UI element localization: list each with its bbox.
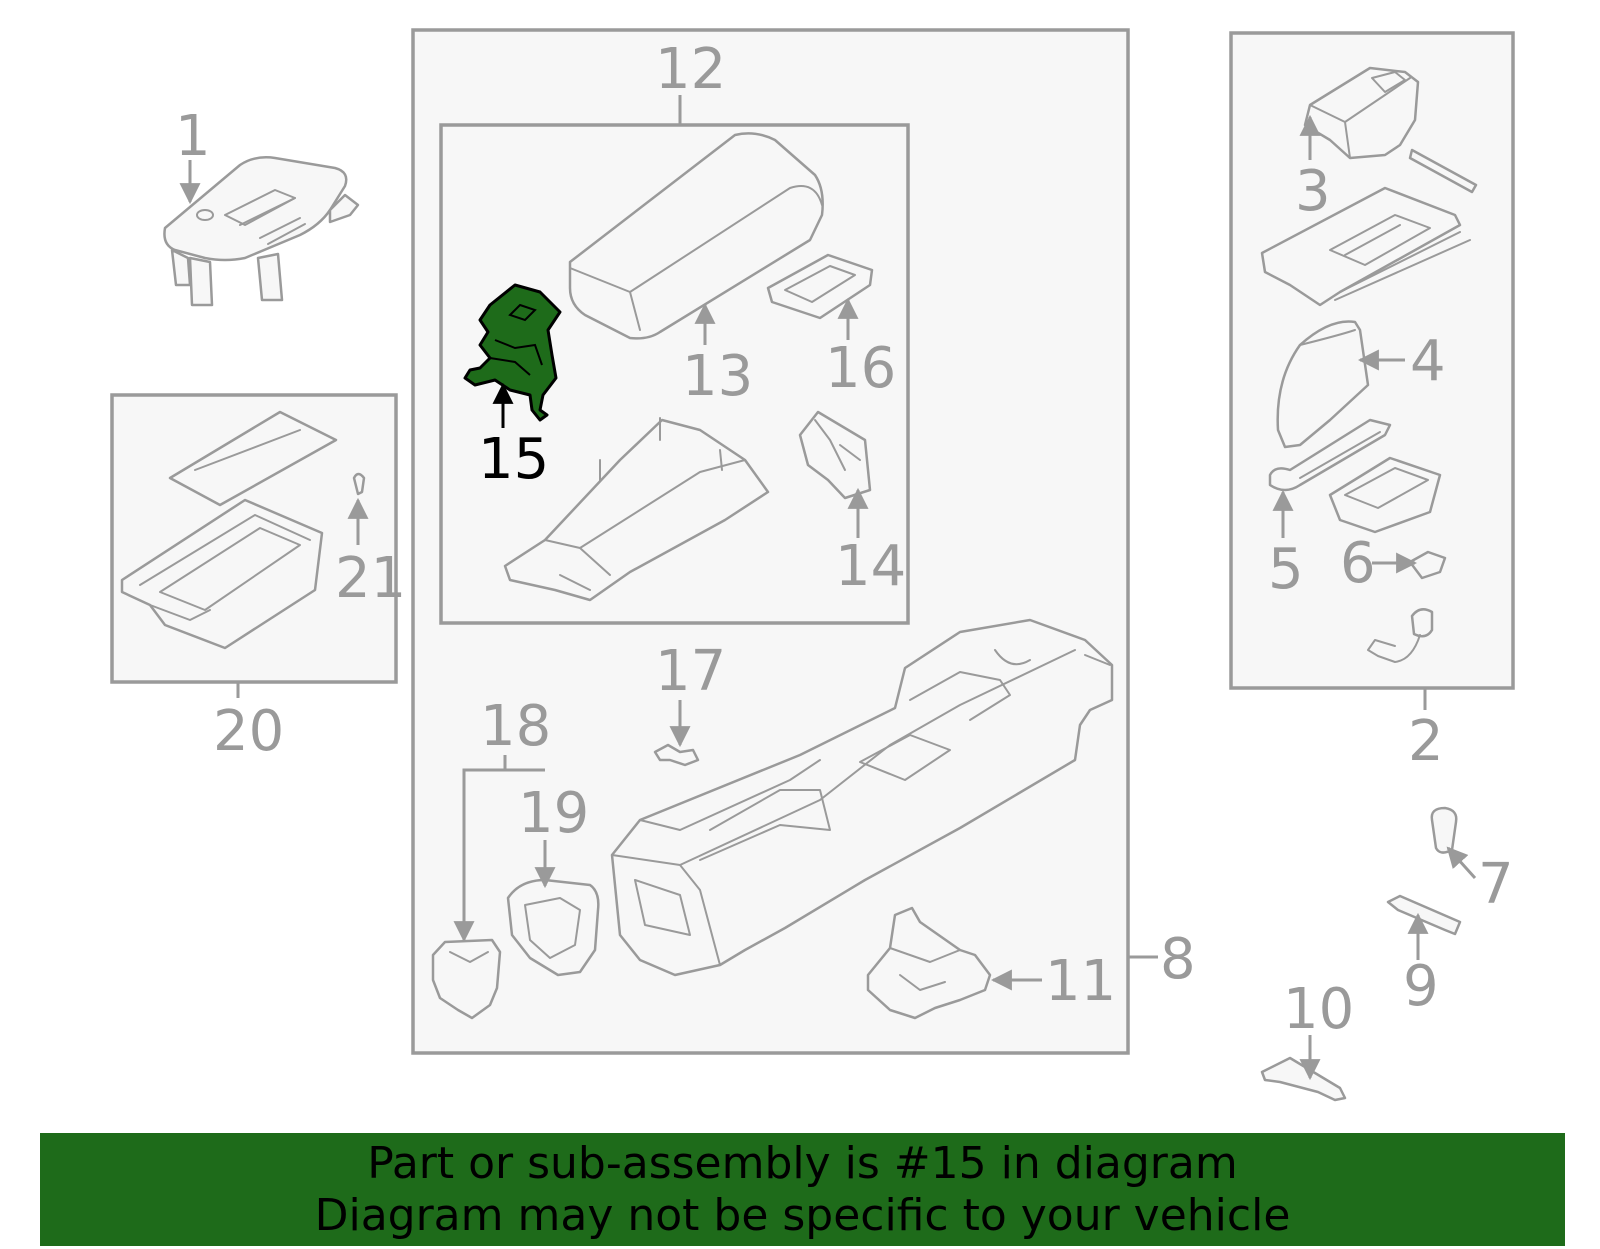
leader-18 (453, 755, 507, 943)
part-10[interactable] (1260, 1056, 1347, 1102)
part-11[interactable] (866, 906, 992, 1020)
callout-16: 16 (825, 336, 896, 401)
callout-3: 3 (1295, 159, 1331, 224)
info-banner: Part or sub-assembly is #15 in diagram D… (40, 1133, 1565, 1246)
part-7[interactable] (1430, 806, 1458, 854)
part-8-console[interactable] (610, 618, 1114, 977)
part-15-highlighted[interactable] (463, 283, 562, 422)
callout-15: 15 (478, 427, 549, 492)
part-1-shift-bezel[interactable] (163, 156, 360, 307)
callout-14: 14 (835, 534, 906, 599)
part-19[interactable] (506, 878, 600, 977)
part-4[interactable] (1276, 320, 1370, 449)
banner-part-line: Part or sub-assembly is #15 in diagram (367, 1137, 1238, 1189)
callout-7: 7 (1478, 852, 1514, 917)
part-2-strip (1408, 148, 1478, 194)
part-20-bin (120, 498, 324, 650)
part-12-lower-panel (503, 417, 770, 602)
callout-10: 10 (1283, 977, 1354, 1042)
part-9[interactable] (1386, 894, 1462, 936)
callout-8: 8 (1160, 927, 1196, 992)
callout-4: 4 (1410, 329, 1446, 394)
part-5[interactable] (1268, 418, 1392, 492)
part-20-lid (168, 410, 338, 507)
callout-13: 13 (682, 344, 753, 409)
part-17[interactable] (653, 743, 700, 767)
callout-2: 2 (1408, 709, 1444, 774)
part-2-harness (1367, 608, 1434, 663)
leader-7 (1446, 846, 1477, 880)
callout-20: 20 (213, 699, 284, 764)
part-13-armrest-lid[interactable] (568, 132, 824, 340)
part-2-pocket (1328, 456, 1442, 534)
callout-12: 12 (655, 37, 726, 102)
part-16[interactable] (766, 253, 874, 320)
banner-disclaimer-line: Diagram may not be specific to your vehi… (314, 1189, 1291, 1241)
callout-17: 17 (655, 639, 726, 704)
callout-19: 19 (518, 781, 589, 846)
callout-18: 18 (480, 694, 551, 759)
callout-9: 9 (1403, 954, 1439, 1019)
callout-21: 21 (335, 546, 406, 611)
callout-6: 6 (1340, 531, 1376, 596)
callout-1: 1 (175, 104, 211, 169)
part-2-tray (1260, 186, 1471, 307)
part-3[interactable] (1303, 66, 1420, 160)
part-6[interactable] (1408, 550, 1447, 580)
part-18[interactable] (431, 938, 502, 1020)
callout-5: 5 (1268, 537, 1304, 602)
part-21[interactable] (352, 472, 366, 496)
callout-11: 11 (1045, 949, 1116, 1014)
part-14[interactable] (798, 410, 872, 500)
